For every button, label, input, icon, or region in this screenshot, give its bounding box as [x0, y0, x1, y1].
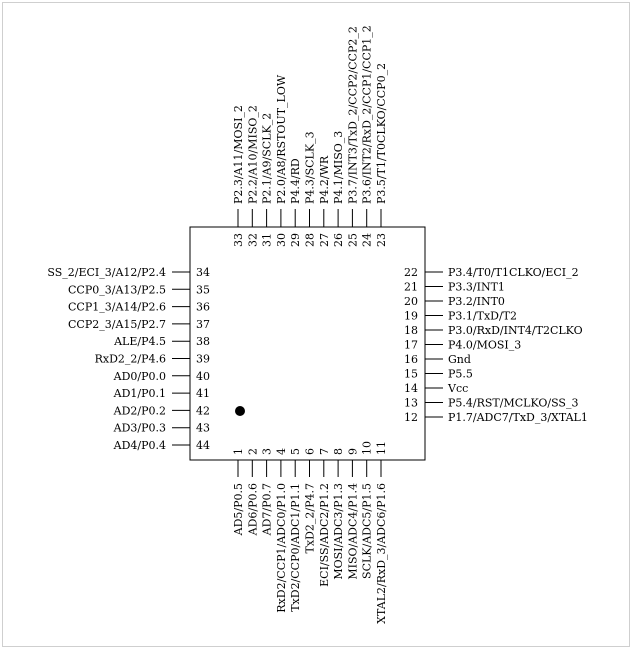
- pin-label-left: AD0/P0.0: [113, 370, 166, 383]
- pin-number: 7: [318, 448, 331, 455]
- pin-label-bottom: AD6/P0.6: [246, 483, 259, 536]
- pin-label-right: P3.3/INT1: [448, 281, 505, 294]
- pin-label-top: P2.2/A10/MISO_2: [246, 105, 259, 204]
- top-pins: P2.3/A11/MOSI_2 33 P2.2/A10/MISO_2 32 P2.1/A…: [232, 25, 388, 247]
- pin-label-left: AD4/P0.4: [113, 439, 166, 452]
- pin-number: 3: [261, 448, 274, 455]
- pin-number: 18: [404, 324, 418, 337]
- pin-number: 32: [246, 233, 259, 247]
- pin-label-right: P3.0/RxD/INT4/T2CLKO: [448, 324, 583, 337]
- pin-number: 29: [289, 233, 302, 247]
- pin-number: 34: [196, 266, 210, 279]
- pin-number: 22: [404, 266, 418, 279]
- pin-label-left: CCP0_3/A13/P2.5: [68, 283, 166, 296]
- pin-label-left: AD1/P0.1: [113, 387, 166, 400]
- pin-number: 33: [232, 233, 245, 247]
- pin-number: 1: [232, 448, 245, 455]
- pin-label-right: P1.7/ADC7/TxD_3/XTAL1: [448, 411, 588, 424]
- pin-label-top: P4.2/WR: [318, 155, 331, 204]
- pin-number: 19: [404, 310, 418, 323]
- pin-label-left: CCP2_3/A15/P2.7: [68, 318, 166, 331]
- pin-number: 27: [318, 233, 331, 247]
- pin-number: 15: [404, 368, 418, 381]
- pin-number: 2: [246, 448, 259, 455]
- chip-body: [189, 226, 426, 461]
- pin-label-bottom: TxD2/CCP0/ADC1/P1.1: [289, 483, 302, 612]
- pin-label-bottom: AD5/P0.5: [232, 483, 245, 536]
- pin-label-top: P3.7/INT3/TxD_2/CCP2/CCP2_2: [346, 26, 359, 204]
- pin-label-right: P5.4/RST/MCLKO/SS_3: [448, 397, 578, 410]
- pin-label-right: P4.0/MOSI_3: [448, 339, 521, 352]
- pin-number: 26: [332, 233, 345, 247]
- pin-number: 17: [404, 339, 418, 352]
- pin-number: 44: [196, 439, 210, 452]
- pin1-marker-dot: [235, 406, 245, 416]
- pin-number: 9: [346, 448, 359, 455]
- pin-number: 5: [289, 448, 302, 455]
- pin-label-bottom: AD7/P0.7: [261, 483, 274, 536]
- pin-number: 11: [375, 441, 388, 455]
- pin-label-top: P2.3/A11/MOSI_2: [232, 105, 245, 204]
- pin-label-top: P3.5/T1/T0CLKO/CCP0_2: [375, 63, 388, 204]
- pin-label-top: P4.1/MISO_3: [332, 131, 345, 204]
- pin-label-right: Gnd: [448, 353, 471, 366]
- pin-number: 8: [332, 448, 345, 455]
- pin-number: 37: [196, 318, 210, 331]
- pin-label-top: P2.1/A9/SCLK_2: [261, 113, 274, 204]
- pin-label-bottom: XTAL2/RxD_3/ADC6/P1.6: [375, 483, 388, 624]
- pin-number: 30: [275, 233, 288, 247]
- pin-number: 13: [404, 397, 418, 410]
- pin-label-left: SS_2/ECI_3/A12/P2.4: [47, 266, 166, 279]
- pin-number: 42: [196, 404, 210, 417]
- pin-label-top: P4.4/RD: [289, 158, 302, 204]
- pin-label-left: CCP1_3/A14/P2.6: [68, 301, 166, 314]
- pin-label-right: P3.1/TxD/T2: [448, 310, 517, 323]
- pin-label-left: RxD2_2/P4.6: [95, 353, 166, 366]
- pin-label-top: P2.0/A8/RSTOUT_LOW: [275, 74, 288, 204]
- pin-label-left: AD3/P0.3: [113, 422, 166, 435]
- pin-number: 16: [404, 353, 418, 366]
- pin-label-bottom: TxD2_2/P4.7: [304, 483, 317, 553]
- pin-label-bottom: ECI/SS/ADC2/P1.2: [318, 483, 331, 587]
- pin-label-right: P3.2/INT0: [448, 295, 505, 308]
- pin-number: 40: [196, 370, 210, 383]
- pin-label-right: Vcc: [447, 382, 468, 395]
- pin-number: 28: [304, 233, 317, 247]
- pin-number: 6: [304, 448, 317, 455]
- pin-number: 21: [404, 281, 418, 294]
- pin-label-bottom: RxD2/CCP1/ADC0/P1.0: [275, 483, 288, 613]
- pin-number: 14: [404, 382, 418, 395]
- pin-number: 43: [196, 422, 210, 435]
- pin-label-top: P4.3/SCLK_3: [304, 131, 317, 204]
- pin-number: 23: [375, 233, 388, 247]
- pin-number: 38: [196, 335, 210, 348]
- pin-label-left: ALE/P4.5: [113, 335, 166, 348]
- pin-number: 25: [346, 233, 359, 247]
- pin-label-bottom: MOSI/ADC3/P1.3: [332, 483, 345, 580]
- pin-label-left: AD2/P0.2: [113, 404, 166, 417]
- pin-label-bottom: SCLK/ADC5/P1.5: [361, 483, 374, 579]
- pin-label-right: P3.4/T0/T1CLKO/ECI_2: [448, 266, 579, 279]
- pin-number: 20: [404, 295, 418, 308]
- pin-number: 24: [361, 233, 374, 247]
- pin-number: 4: [275, 448, 288, 455]
- pin-number: 12: [404, 411, 418, 424]
- pin-label-top: P3.6/INT2/RxD_2/CCP1/CCP1_2: [361, 25, 374, 204]
- pin-number: 31: [261, 233, 274, 247]
- pin-number: 35: [196, 283, 210, 296]
- pin-label-bottom: MISO/ADC4/P1.4: [346, 483, 359, 580]
- pin-label-right: P5.5: [448, 368, 473, 381]
- pin-number: 36: [196, 301, 210, 314]
- pin-number: 10: [361, 441, 374, 455]
- pin-number: 41: [196, 387, 210, 400]
- pin-number: 39: [196, 353, 210, 366]
